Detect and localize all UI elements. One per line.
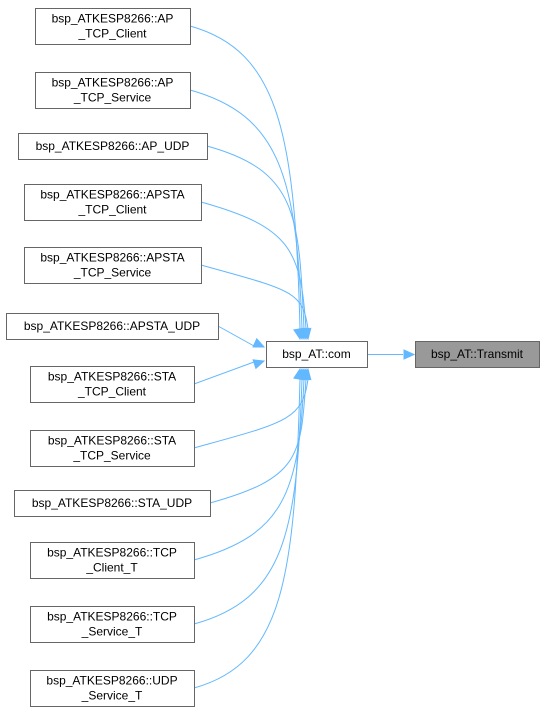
caller-node-12[interactable]: bsp_ATKESP8266::UDP_Service_T bbox=[30, 670, 195, 707]
caller-node-11-box bbox=[30, 606, 195, 643]
caller-node-11[interactable]: bsp_ATKESP8266::TCP_Service_T bbox=[30, 606, 195, 643]
edges bbox=[189, 25, 416, 689]
edge-caller-11 bbox=[193, 378, 303, 625]
caller-node-4[interactable]: bsp_ATKESP8266::APSTA_TCP_Client bbox=[24, 184, 202, 221]
node-bsp-at-transmit-label-1: bsp_AT::Transmit bbox=[431, 347, 524, 361]
caller-node-4-label-1: bsp_ATKESP8266::APSTA bbox=[40, 188, 184, 202]
caller-node-7-label-2: _TCP_Client bbox=[77, 385, 147, 399]
edge-caller-10 bbox=[193, 378, 305, 561]
edge-caller-1 bbox=[189, 25, 301, 330]
caller-node-5-label-1: bsp_ATKESP8266::APSTA bbox=[40, 251, 184, 265]
edge-caller-5 bbox=[200, 264, 309, 330]
caller-node-10-label-2: _Client_T bbox=[85, 561, 138, 575]
caller-node-5-box bbox=[24, 247, 202, 284]
caller-node-8-label-1: bsp_ATKESP8266::STA bbox=[48, 434, 176, 448]
node-bsp-at-transmit[interactable]: bsp_AT::Transmit bbox=[415, 341, 540, 368]
caller-node-12-label-1: bsp_ATKESP8266::UDP bbox=[46, 674, 177, 688]
caller-node-2-label-2: _TCP_Service bbox=[73, 91, 152, 105]
caller-node-6-box bbox=[6, 313, 219, 340]
edge-caller-7-arrow bbox=[252, 359, 266, 370]
caller-node-8[interactable]: bsp_ATKESP8266::STA_TCP_Service bbox=[30, 430, 195, 467]
caller-node-11-label-1: bsp_ATKESP8266::TCP bbox=[47, 610, 177, 624]
caller-node-10-box bbox=[30, 542, 195, 579]
caller-node-1-label-1: bsp_ATKESP8266::AP bbox=[52, 12, 174, 26]
caller-node-4-box bbox=[24, 184, 202, 221]
edge-caller-12 bbox=[193, 378, 301, 689]
caller-node-1-label-2: _TCP_Client bbox=[77, 27, 147, 41]
caller-node-3[interactable]: bsp_ATKESP8266::AP_UDP bbox=[18, 133, 208, 160]
caller-node-8-box bbox=[30, 430, 195, 467]
caller-node-3-label-1: bsp_ATKESP8266::AP_UDP bbox=[36, 139, 190, 153]
caller-node-7[interactable]: bsp_ATKESP8266::STA_TCP_Client bbox=[30, 366, 195, 403]
caller-node-8-label-2: _TCP_Service bbox=[72, 449, 151, 463]
caller-node-10[interactable]: bsp_ATKESP8266::TCP_Client_T bbox=[30, 542, 195, 579]
caller-node-7-label-1: bsp_ATKESP8266::STA bbox=[48, 370, 176, 384]
edge-caller-9 bbox=[209, 378, 307, 504]
caller-node-1-box bbox=[35, 8, 191, 45]
edge-caller-5-arrow bbox=[301, 327, 312, 341]
edge-caller-6-arrow bbox=[252, 337, 266, 348]
caller-node-4-label-2: _TCP_Client bbox=[77, 203, 147, 217]
caller-node-6[interactable]: bsp_ATKESP8266::APSTA_UDP bbox=[6, 313, 219, 340]
node-bsp-at-com-box bbox=[266, 341, 368, 368]
edge-caller-7 bbox=[193, 361, 255, 385]
caller-node-5[interactable]: bsp_ATKESP8266::APSTA_TCP_Service bbox=[24, 247, 202, 284]
caller-node-2[interactable]: bsp_ATKESP8266::AP_TCP_Service bbox=[35, 72, 191, 109]
caller-node-5-label-2: _TCP_Service bbox=[73, 266, 152, 280]
edge-caller-12-arrow bbox=[293, 367, 304, 381]
edge-com-to-transmit-arrow bbox=[403, 349, 416, 360]
edge-caller-2 bbox=[189, 89, 303, 330]
caller-node-7-box bbox=[30, 366, 195, 403]
edge-caller-6 bbox=[217, 325, 255, 347]
edge-caller-8 bbox=[193, 378, 309, 449]
caller-node-6-label-1: bsp_ATKESP8266::APSTA_UDP bbox=[24, 319, 200, 333]
node-bsp-at-com[interactable]: bsp_AT::com bbox=[266, 341, 368, 368]
caller-node-11-label-2: _Service_T bbox=[81, 625, 143, 639]
caller-node-2-label-1: bsp_ATKESP8266::AP bbox=[52, 76, 174, 90]
caller-node-9-box bbox=[14, 490, 211, 517]
caller-node-9[interactable]: bsp_ATKESP8266::STA_UDP bbox=[14, 490, 211, 517]
nodes: bsp_ATKESP8266::AP_TCP_Clientbsp_ATKESP8… bbox=[6, 8, 540, 707]
node-bsp-at-transmit-box bbox=[415, 341, 540, 368]
node-bsp-at-com-label-1: bsp_AT::com bbox=[282, 347, 350, 361]
caller-node-3-box bbox=[18, 133, 208, 160]
caller-node-1[interactable]: bsp_ATKESP8266::AP_TCP_Client bbox=[35, 8, 191, 45]
caller-node-9-label-1: bsp_ATKESP8266::STA_UDP bbox=[32, 496, 192, 510]
caller-node-12-label-2: _Service_T bbox=[81, 689, 143, 703]
caller-node-10-label-1: bsp_ATKESP8266::TCP bbox=[47, 546, 177, 560]
caller-node-12-box bbox=[30, 670, 195, 707]
edge-caller-4 bbox=[200, 201, 307, 330]
caller-node-2-box bbox=[35, 72, 191, 109]
